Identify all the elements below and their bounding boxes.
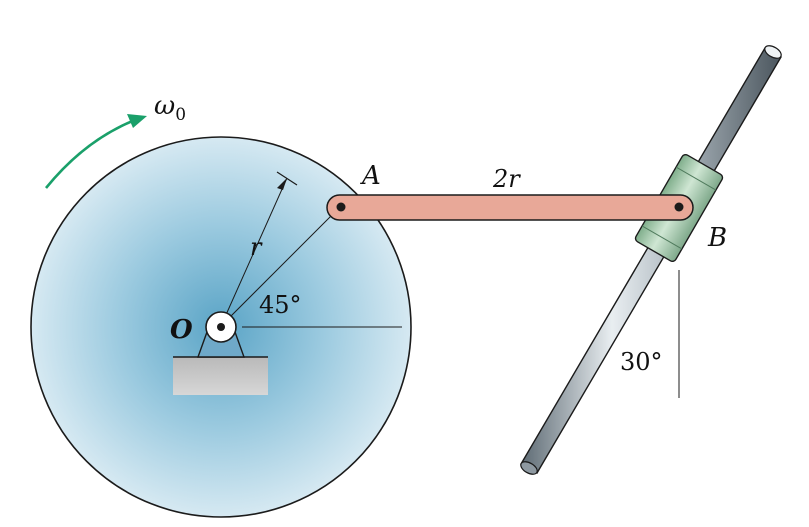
- rotation-arrow: [44, 118, 136, 189]
- rod-bottom-end: [520, 461, 538, 475]
- point-a-label: A: [360, 161, 381, 191]
- angle-45-label: 45°: [259, 291, 302, 319]
- point-o-label: O: [170, 315, 193, 345]
- ground-block: [173, 357, 268, 395]
- rod-top-end: [764, 45, 782, 59]
- link-ab: [326, 194, 694, 221]
- line-o-to-a: [220, 206, 341, 327]
- pivot-o-pin: [217, 323, 225, 331]
- angle-30-label: 30°: [620, 348, 663, 376]
- link-length-label: 2r: [492, 165, 521, 193]
- radius-arrowhead: [277, 178, 287, 190]
- guide-rod: [520, 47, 782, 474]
- radius-line: [220, 177, 288, 327]
- rotation-arrowhead: [127, 114, 147, 128]
- omega-label: ω0: [154, 91, 186, 125]
- pin-b: [674, 202, 684, 212]
- pin-a: [336, 202, 346, 212]
- point-b-label: B: [707, 223, 727, 253]
- radius-label: r: [250, 233, 263, 261]
- radius-tick: [276, 171, 298, 186]
